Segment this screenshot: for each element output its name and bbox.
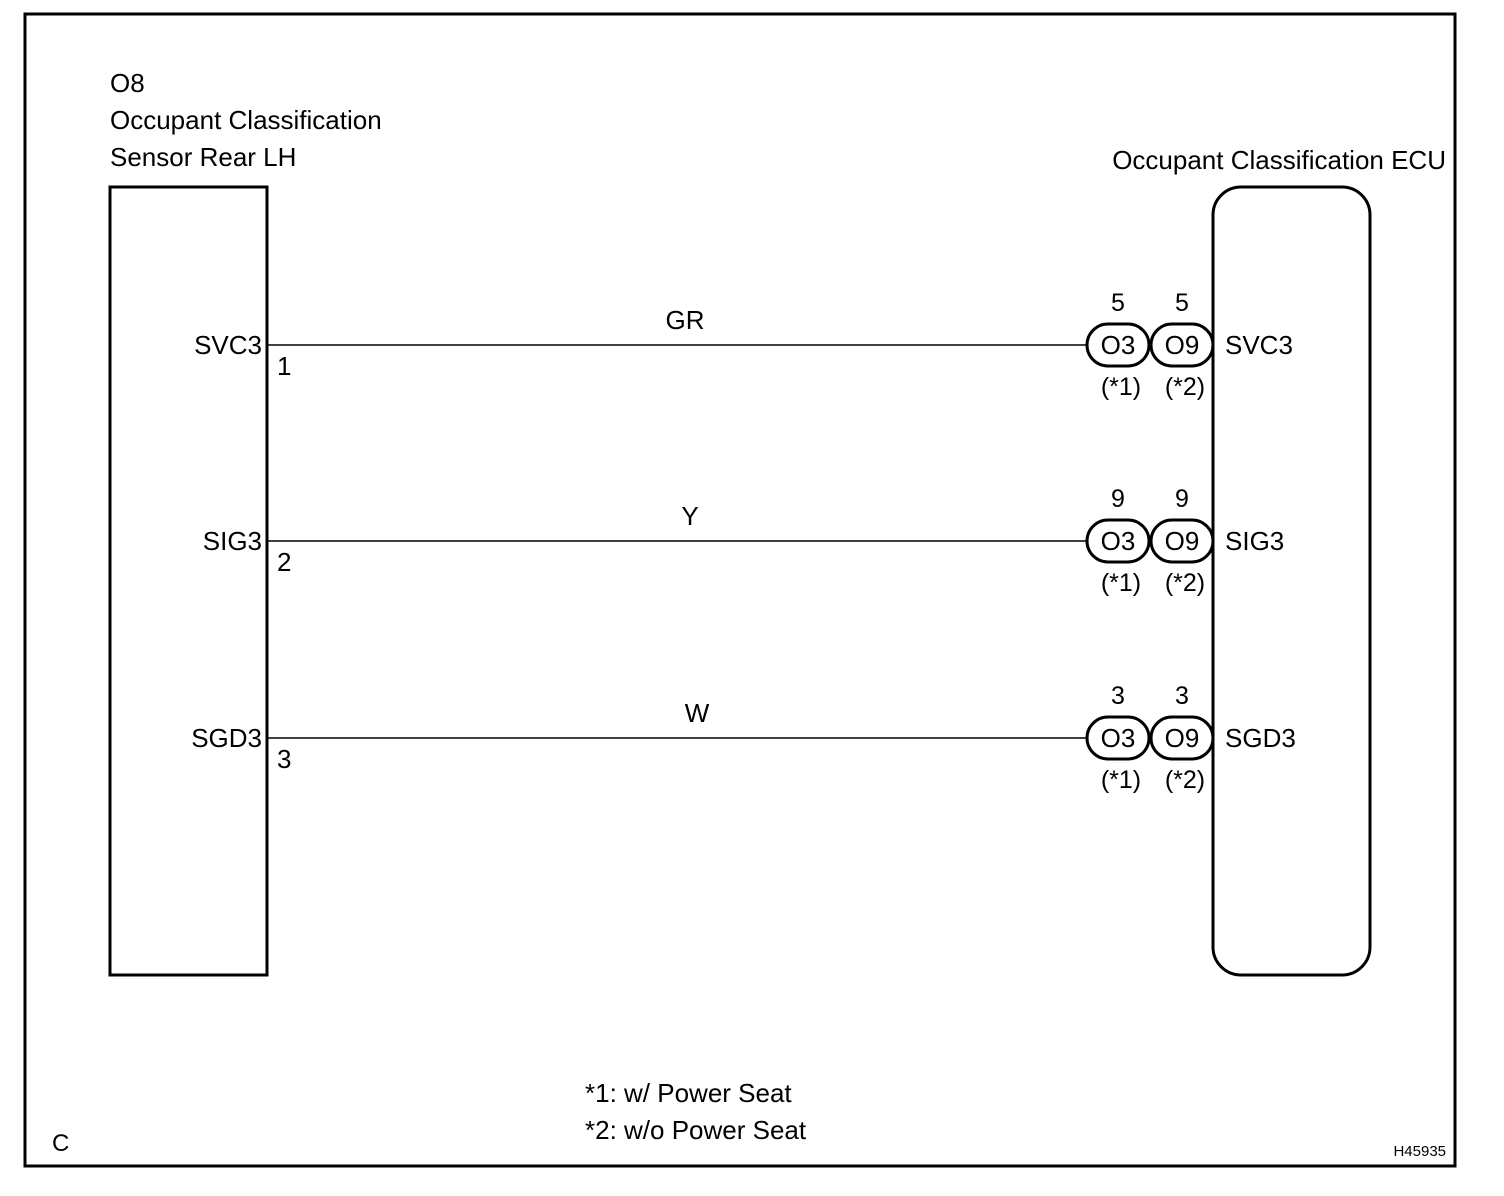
connector-o9-code: O9 xyxy=(1165,723,1200,753)
connector-o3-note: (*1) xyxy=(1101,373,1141,401)
sensor-name-line1: Occupant Classification xyxy=(110,105,382,135)
connector-o3-shape xyxy=(1085,322,1151,368)
connector-o9-shape xyxy=(1149,715,1215,761)
connector-o9-note: (*2) xyxy=(1165,373,1205,401)
sensor-signal-sgd3: SGD3 xyxy=(191,723,262,753)
diagram-frame xyxy=(23,12,1457,1168)
connector-o9-pin: 5 xyxy=(1175,289,1189,317)
connector-o3-code: O3 xyxy=(1101,723,1136,753)
ecu-signal-sgd3: SGD3 xyxy=(1225,723,1296,753)
sensor-pin-2: 2 xyxy=(277,547,291,577)
corner-label: C xyxy=(52,1130,69,1157)
ecu-signal-sig3: SIG3 xyxy=(1225,526,1284,556)
connector-o3-code: O3 xyxy=(1101,330,1136,360)
footnote-1: *1: w/ Power Seat xyxy=(585,1078,792,1108)
sensor-pin-1: 1 xyxy=(277,351,291,381)
wire-color-sig3: Y xyxy=(681,501,698,531)
ecu-box xyxy=(1211,185,1372,977)
sensor-signal-sig3: SIG3 xyxy=(203,526,262,556)
wire-color-sgd3: W xyxy=(685,698,710,728)
sensor-pin-3: 3 xyxy=(277,744,291,774)
connector-o9-code: O9 xyxy=(1165,526,1200,556)
figure-id: H45935 xyxy=(1393,1143,1446,1160)
sensor-name-line2: Sensor Rear LH xyxy=(110,142,296,172)
connector-o3-note: (*1) xyxy=(1101,569,1141,597)
ecu-name: Occupant Classification ECU xyxy=(1112,145,1446,175)
wire-color-svc3: GR xyxy=(666,305,705,335)
sensor-signal-svc3: SVC3 xyxy=(194,330,262,360)
connector-o9-shape xyxy=(1149,322,1215,368)
connector-o3-note: (*1) xyxy=(1101,766,1141,794)
ecu-signal-svc3: SVC3 xyxy=(1225,330,1293,360)
connector-o9-note: (*2) xyxy=(1165,766,1205,794)
connector-o9-code: O9 xyxy=(1165,330,1200,360)
connector-o9-pin: 3 xyxy=(1175,682,1189,710)
connector-o9-shape xyxy=(1149,518,1215,564)
connector-o9-note: (*2) xyxy=(1165,569,1205,597)
sensor-box xyxy=(108,185,269,977)
connector-o3-pin: 3 xyxy=(1111,682,1125,710)
footnote-2: *2: w/o Power Seat xyxy=(585,1115,807,1145)
connector-o3-pin: 9 xyxy=(1111,485,1125,513)
connector-o9-pin: 9 xyxy=(1175,485,1189,513)
connector-o3-shape xyxy=(1085,518,1151,564)
connector-o3-shape xyxy=(1085,715,1151,761)
connector-o3-pin: 5 xyxy=(1111,289,1125,317)
sensor-code: O8 xyxy=(110,68,145,98)
wires-layer: SVC31GR5O3(*1)5O9(*2)SVC3SIG32Y9O3(*1)9O… xyxy=(191,289,1296,794)
connector-o3-code: O3 xyxy=(1101,526,1136,556)
